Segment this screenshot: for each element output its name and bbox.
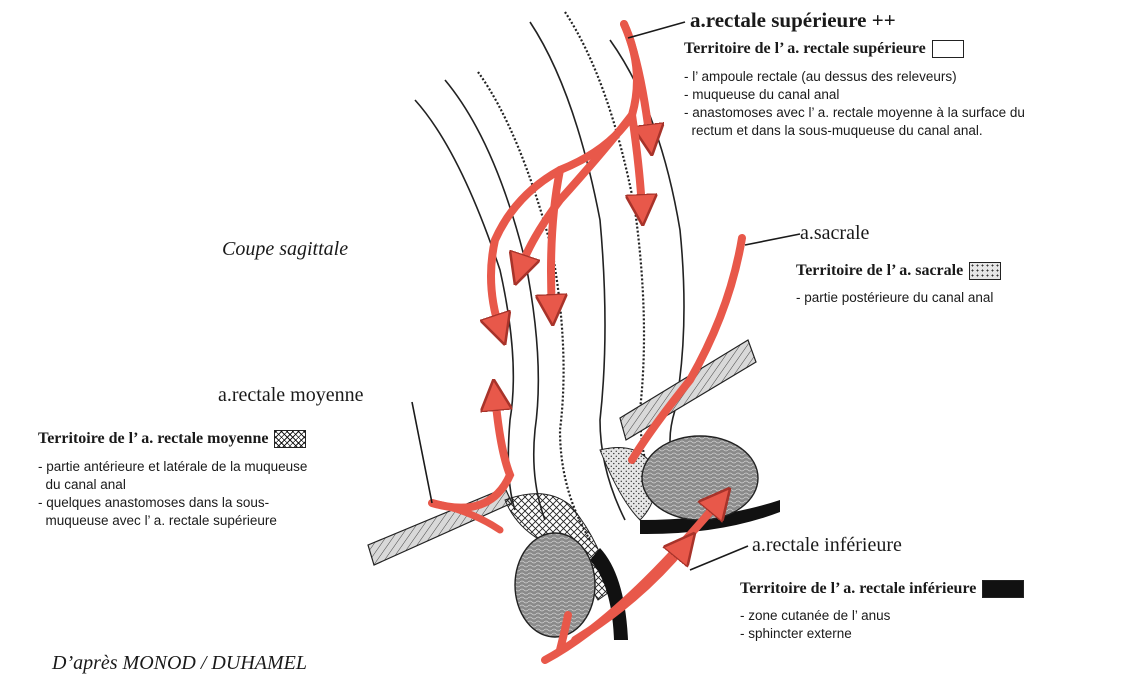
sagittal-section-label: Coupe sagittale [222,238,348,261]
middle-rectal-artery [432,395,510,508]
list-item: - quelques anastomoses dans la sous- [38,494,307,512]
list-item: - zone cutanée de l’ anus [740,607,890,625]
external-sphincter-posterior [642,436,758,520]
list-item: du canal anal [38,476,307,494]
middle-territory-title-text: Territoire de l’ a. rectale moyenne [38,430,268,447]
middle-territory-swatch [274,430,306,448]
external-sphincter-anterior [515,533,595,637]
list-item: - muqueuse du canal anal [684,86,1025,104]
inferior-artery-label: a.rectale inférieure [752,534,902,557]
middle-territory-title: Territoire de l’ a. rectale moyenne [38,430,306,448]
superior-territory-items: - l’ ampoule rectale (au dessus des rele… [684,68,1025,140]
inferior-territory-title: Territoire de l’ a. rectale inférieure [740,580,1024,598]
sacral-territory-title: Territoire de l’ a. sacrale [796,262,1001,280]
list-item: - l’ ampoule rectale (au dessus des rele… [684,68,1025,86]
sacral-territory-title-text: Territoire de l’ a. sacrale [796,262,963,279]
inferior-territory-title-text: Territoire de l’ a. rectale inférieure [740,580,976,597]
list-item: - sphincter externe [740,625,890,643]
superior-territory-title-text: Territoire de l’ a. rectale supérieure [684,40,926,57]
superior-artery-label: a.rectale supérieure ++ [690,8,896,33]
list-item: muqueuse avec l’ a. rectale supérieure [38,512,307,530]
list-item: - partie postérieure du canal anal [796,289,993,307]
inferior-territory-items: - zone cutanée de l’ anus - sphincter ex… [740,607,890,643]
levator-band-posterior [620,340,756,440]
list-item: - anastomoses avec l’ a. rectale moyenne… [684,104,1025,122]
middle-territory-items: - partie antérieure et latérale de la mu… [38,458,307,530]
sacral-artery-label: a.sacrale [800,222,869,245]
inferior-territory-swatch [982,580,1024,598]
superior-rectal-artery [491,24,650,330]
list-item: rectum et dans la sous-muqueuse du canal… [684,122,1025,140]
credit-text: D’après MONOD / DUHAMEL [52,652,307,675]
list-item: - partie antérieure et latérale de la mu… [38,458,307,476]
superior-territory-swatch [932,40,964,58]
sacral-territory-swatch [969,262,1001,280]
superior-territory-title: Territoire de l’ a. rectale supérieure [684,40,964,58]
middle-artery-label: a.rectale moyenne [218,384,363,407]
sacral-territory-items: - partie postérieure du canal anal [796,289,993,307]
